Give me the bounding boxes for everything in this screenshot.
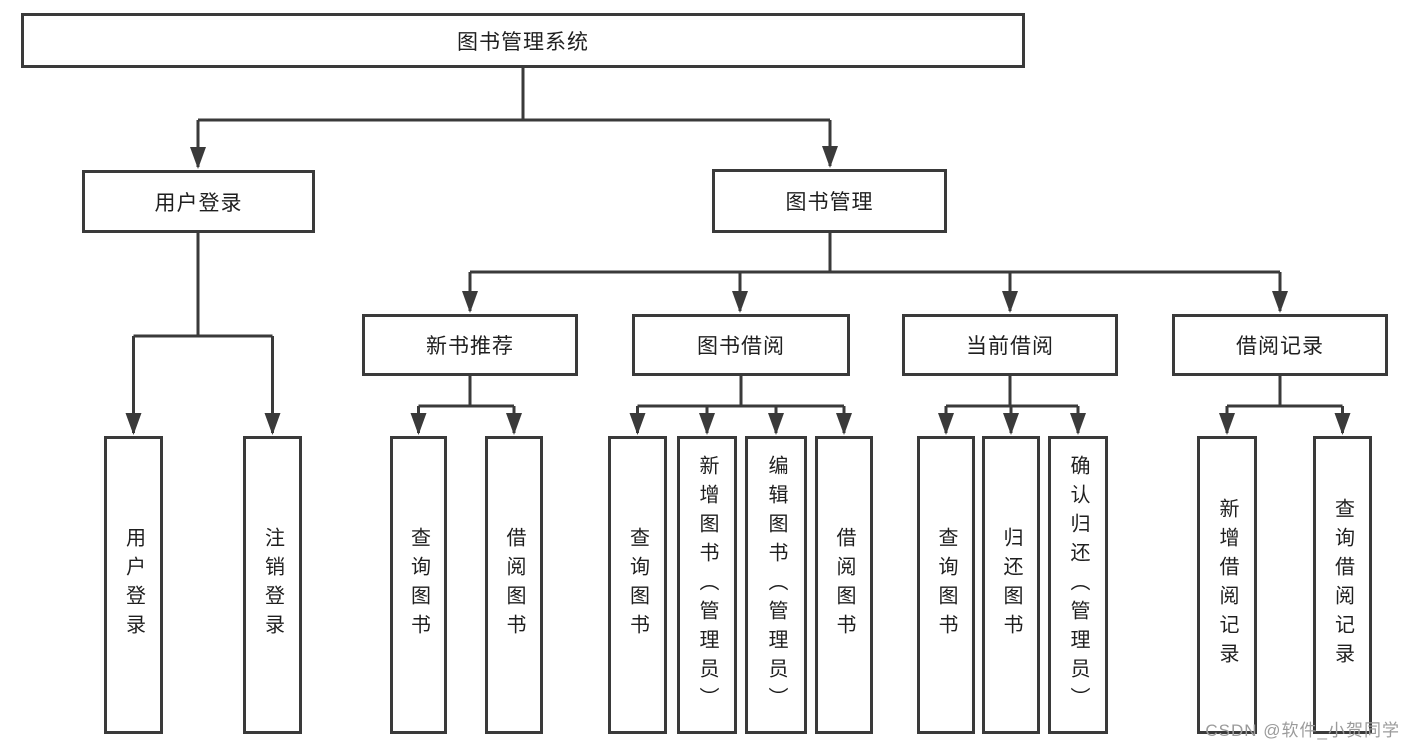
arrow-head: [938, 413, 954, 435]
leaf-query-books-3: 查询图书: [917, 436, 975, 734]
arrow-head: [768, 413, 784, 435]
leaf-label: 借阅图书: [503, 527, 525, 643]
leaf-label: 新增图书（管理员）: [696, 454, 718, 716]
leaf-label: 查询图书: [935, 527, 957, 643]
leaf-edit-books-admin: 编辑图书（管理员）: [745, 436, 807, 734]
leaf-borrow-books-1: 借阅图书: [485, 436, 543, 734]
arrow-head: [699, 413, 715, 435]
leaf-user-login: 用户登录: [104, 436, 163, 734]
watermark-text: CSDN @软件_小贺同学: [1205, 721, 1400, 740]
leaf-borrow-books-2: 借阅图书: [815, 436, 873, 734]
arrow-head: [125, 413, 142, 435]
node-root: 图书管理系统: [21, 13, 1025, 68]
arrow-head: [822, 146, 838, 168]
leaf-logout: 注销登录: [243, 436, 302, 734]
leaf-query-borrow-record: 查询借阅记录: [1313, 436, 1372, 734]
arrow-head: [506, 413, 522, 435]
arrow-head: [264, 413, 281, 435]
node-user-login: 用户登录: [82, 170, 315, 233]
node-new-book-recommend: 新书推荐: [362, 314, 578, 376]
node-borrow-records: 借阅记录: [1172, 314, 1388, 376]
arrow-head: [1002, 291, 1018, 313]
leaf-label: 归还图书: [1000, 527, 1022, 643]
arrow-head: [732, 291, 748, 313]
leaf-label: 查询图书: [626, 527, 649, 643]
leaf-query-books-1: 查询图书: [390, 436, 447, 734]
leaf-return-books: 归还图书: [982, 436, 1040, 734]
connector-lines: [132, 68, 1344, 433]
arrow-head: [836, 413, 852, 435]
arrow-head: [1272, 291, 1288, 313]
leaf-confirm-return-admin: 确认归还（管理员）: [1048, 436, 1108, 734]
leaf-label: 用户登录: [122, 527, 145, 643]
leaf-add-borrow-record: 新增借阅记录: [1197, 436, 1257, 734]
leaf-add-books-admin: 新增图书（管理员）: [677, 436, 737, 734]
arrow-head: [410, 413, 427, 435]
node-book-borrow: 图书借阅: [632, 314, 850, 376]
leaf-label: 确认归还（管理员）: [1067, 454, 1089, 716]
arrow-head: [1070, 413, 1086, 435]
leaf-label: 查询图书: [407, 527, 430, 643]
leaf-label: 注销登录: [261, 527, 284, 643]
arrow-head: [1334, 413, 1351, 435]
leaf-query-books-2: 查询图书: [608, 436, 667, 734]
arrow-head: [190, 147, 206, 169]
leaf-label: 编辑图书（管理员）: [765, 454, 787, 716]
node-book-management: 图书管理: [712, 169, 947, 233]
arrow-head: [1219, 413, 1235, 435]
arrow-head: [462, 291, 478, 313]
arrow-head: [1003, 413, 1019, 435]
arrow-head: [629, 413, 646, 435]
leaf-label: 借阅图书: [833, 527, 855, 643]
node-current-borrow: 当前借阅: [902, 314, 1118, 376]
leaf-label: 查询借阅记录: [1331, 498, 1354, 672]
leaf-label: 新增借阅记录: [1216, 498, 1238, 672]
